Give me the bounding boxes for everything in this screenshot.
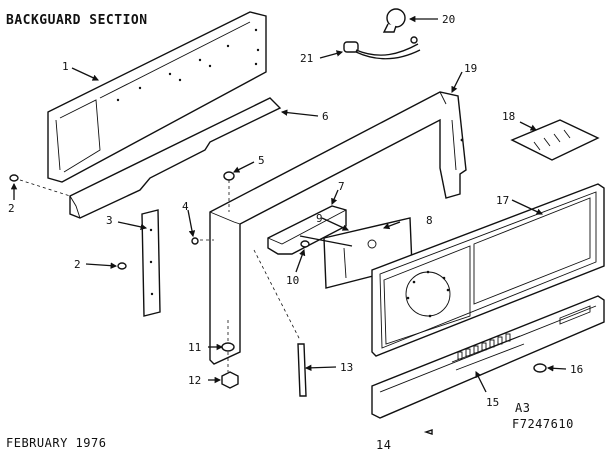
callout-16: 16 [570, 363, 583, 376]
callout-1: 1 [62, 60, 69, 73]
callout-12: 12 [188, 374, 201, 387]
part-19-frame [209, 91, 467, 365]
part-13-rod [297, 343, 307, 397]
part-15-control-panel [371, 295, 605, 419]
callout-10: 10 [286, 274, 299, 287]
hardware [9, 171, 547, 435]
callout-3: 3 [106, 214, 113, 227]
callout-11: 11 [188, 341, 201, 354]
callout-7: 7 [338, 180, 345, 193]
diagram-code-b: F7247610 [512, 417, 574, 431]
callout-15: 15 [486, 396, 499, 409]
page-number: 14 [376, 438, 391, 452]
callout-6: 6 [322, 110, 329, 123]
callout-2-left: 2 [8, 202, 15, 215]
callout-20: 20 [442, 13, 455, 26]
part-21-socket [343, 36, 421, 60]
callout-8: 8 [426, 214, 433, 227]
part-10-knob [300, 240, 310, 248]
callout-21: 21 [300, 52, 313, 65]
section-title: BACKGUARD SECTION [6, 13, 148, 28]
part-3-side-strip [141, 209, 161, 317]
callout-5: 5 [258, 154, 265, 167]
callout-19: 19 [464, 62, 477, 75]
construction-lines [19, 179, 301, 372]
diagram-code-a: A3 [515, 401, 530, 415]
callout-labels: 1 2 2 3 4 5 6 7 8 9 10 11 12 13 15 16 17… [8, 13, 583, 409]
part-6-channel [69, 97, 282, 219]
callout-13: 13 [340, 361, 353, 374]
callout-4: 4 [182, 200, 189, 213]
leader-lines [10, 15, 567, 393]
part-18-label-card [510, 119, 600, 161]
part-17-glass-frame [371, 183, 605, 357]
callout-2-middle: 2 [74, 258, 81, 271]
callout-9: 9 [316, 212, 323, 225]
part-20-bulb [382, 8, 406, 33]
date-label: FEBRUARY 1976 [6, 436, 106, 450]
part-1-rear-panel [47, 11, 267, 183]
callout-18: 18 [502, 110, 515, 123]
callout-17: 17 [496, 194, 509, 207]
